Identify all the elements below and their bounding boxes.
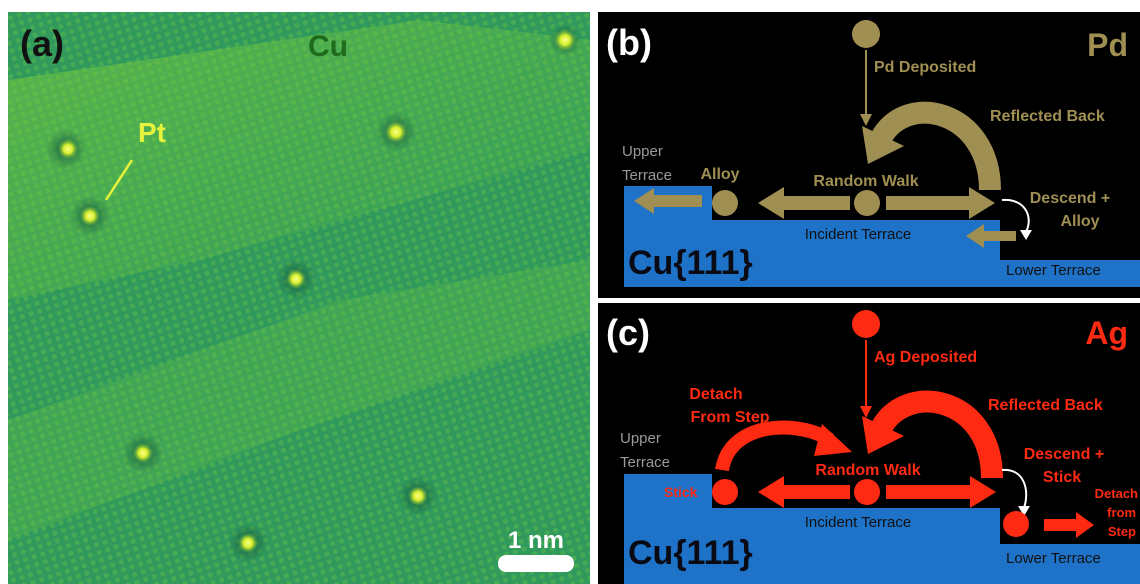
pd-deposited-label: Pd Deposited <box>874 59 976 76</box>
descend-arc-c <box>1001 468 1028 509</box>
reflected-label-b: Reflected Back <box>990 108 1105 125</box>
detach-step-label-1: Detach <box>689 386 742 403</box>
incident-terrace-label-c: Incident Terrace <box>805 514 911 531</box>
reflected-arrowhead-b <box>862 126 904 164</box>
pt-pointer-line <box>104 159 134 201</box>
pt-atom <box>286 269 306 289</box>
ag-atom-deposited <box>852 310 880 338</box>
pt-atom <box>238 533 258 553</box>
detach-arrowhead-c <box>814 424 852 456</box>
pt-atom <box>80 206 100 226</box>
walk-left-arrow-b <box>758 187 850 219</box>
lower-terrace-label-b: Lower Terrace <box>1006 262 1101 279</box>
ag-atom-lower <box>1003 511 1029 537</box>
upper-terrace-b-1: Upper <box>622 143 663 160</box>
scale-bar-label: 1 nm <box>508 527 564 554</box>
pt-atom <box>385 121 407 143</box>
pt-atom <box>58 139 78 159</box>
deposit-arrow-b <box>860 114 872 126</box>
upper-terrace-c-1: Upper <box>620 430 661 447</box>
reflected-label-c: Reflected Back <box>988 397 1103 414</box>
substrate-label-b: Cu{111} <box>628 244 753 282</box>
descend-label-c-1: Descend + <box>1024 446 1104 463</box>
pt-label: Pt <box>138 117 166 148</box>
reflected-arc-b <box>870 101 1001 191</box>
random-walk-label-c: Random Walk <box>815 462 920 479</box>
substrate-b <box>624 186 1140 287</box>
panel-a-label: (a) <box>20 23 64 64</box>
panel-c: (c) Ag Ag Deposited Detach From Step Ref… <box>598 303 1140 584</box>
pt-atom <box>554 29 576 51</box>
scale-bar <box>498 555 574 572</box>
lower-terrace-label-c: Lower Terrace <box>1006 550 1101 567</box>
pd-atom-alloy <box>712 190 738 216</box>
panel-a: (a) Cu Pt 1 nm <box>8 12 590 584</box>
detach-right-label-2: from <box>1107 505 1136 520</box>
ag-deposited-label: Ag Deposited <box>874 349 977 366</box>
walk-left-arrow-c <box>758 476 850 508</box>
upper-terrace-c-2: Terrace <box>620 454 670 471</box>
alloy-label-b: Alloy <box>700 166 739 183</box>
walk-right-arrow-b <box>886 187 995 219</box>
pt-atom <box>133 443 153 463</box>
panel-b: (b) Pd Pd Deposited Reflected Back Upper… <box>598 12 1140 298</box>
terrace-band <box>8 20 590 300</box>
ag-atom-stick <box>712 479 738 505</box>
stick-label-c: Stick <box>664 484 698 500</box>
detach-right-label-1: Detach <box>1095 486 1138 501</box>
detach-right-label-3: Step <box>1108 524 1136 539</box>
descend-label-b-2: Alloy <box>1060 213 1099 230</box>
detach-step-label-2: From Step <box>690 409 769 426</box>
detach-right-arrow-c <box>1044 512 1094 538</box>
alloy-arrow-b <box>634 188 702 214</box>
lower-alloy-arrow-b <box>966 224 1016 248</box>
substrate-c <box>624 474 1140 584</box>
walk-right-arrow-c <box>886 476 996 508</box>
cu-label: Cu <box>308 30 348 63</box>
pd-label: Pd <box>1087 27 1128 63</box>
deposit-arrow-c <box>860 406 872 418</box>
incident-terrace-label-b: Incident Terrace <box>805 226 911 243</box>
descend-label-b-1: Descend + <box>1030 190 1110 207</box>
ag-label: Ag <box>1085 315 1128 351</box>
pd-atom-walk <box>854 190 880 216</box>
pd-atom-deposited <box>852 20 880 48</box>
panel-c-label: (c) <box>606 312 650 353</box>
substrate-label-c: Cu{111} <box>628 534 753 572</box>
reflected-arrowhead-c <box>862 416 904 454</box>
pt-atom <box>408 486 428 506</box>
panel-b-label: (b) <box>606 22 652 63</box>
reflected-arc-c <box>870 390 1003 479</box>
ag-atom-walk <box>854 479 880 505</box>
descend-label-c-2: Stick <box>1043 469 1081 486</box>
upper-terrace-b-2: Terrace <box>622 167 672 184</box>
random-walk-label-b: Random Walk <box>813 173 918 190</box>
detach-arc-c <box>715 420 834 472</box>
descend-arc-b <box>1001 198 1030 233</box>
